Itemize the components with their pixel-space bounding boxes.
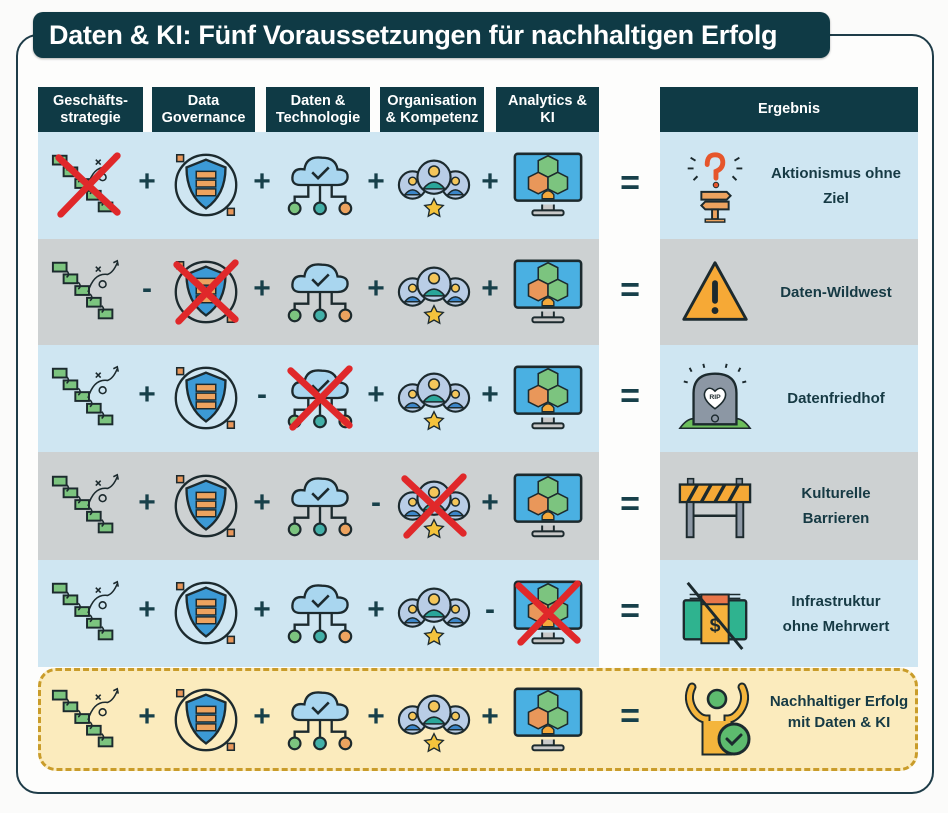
monitor-cubes-icon [506,678,590,762]
scenario-row-5: + + + - [38,560,599,667]
strategy-staircase-icon [46,250,130,334]
shield-server-icon [164,678,248,762]
gravestone-rip-icon: RIP [670,354,760,444]
operator: + [481,272,499,305]
column-header-technology: Daten & Technologie [266,87,370,132]
operator: - [142,272,152,305]
scenario-row-4: + + - + [38,452,599,560]
scenario-row-3: + - + + [38,345,599,452]
warning-triangle-icon [670,247,760,337]
monitor-cubes-icon [506,356,590,440]
team-star-icon [392,250,476,334]
shield-server-icon [164,571,248,655]
operator: + [138,700,156,733]
column-header-organisation: Organisation & Kompetenz [380,87,484,132]
team-star-icon [392,571,476,655]
success-result-label: Nachhaltiger Erfolg mit Daten & KI [769,693,909,731]
column-header-strategy: Geschäfts- strategie [38,87,143,132]
column-header-governance: Data Governance [152,87,255,132]
operator: + [253,165,271,198]
operator: + [253,486,271,519]
scenario-row-1: + + + + [38,132,599,239]
monitor-cubes-icon [506,250,590,334]
result-label: Kulturelle Barrieren [801,485,871,527]
team-star-icon-crossed [392,464,476,548]
equals-sign: = [620,377,640,415]
strategy-staircase-icon [46,464,130,548]
shield-server-icon [164,143,248,227]
operator: + [367,272,385,305]
result-label: Daten-Wildwest [780,283,892,301]
operator: + [253,700,271,733]
result-label: Aktionismus ohne Ziel [770,164,901,207]
operator: + [481,700,499,733]
monitor-cubes-icon-crossed [506,571,590,655]
team-star-icon [392,356,476,440]
cloud-network-icon [278,250,362,334]
money-crossed-icon: $ [670,569,760,659]
result-row-4: Kulturelle Barrieren [660,452,918,560]
operator: + [367,700,385,733]
operator: + [138,378,156,411]
operator: - [485,593,495,626]
operator: + [481,486,499,519]
equals-sign: = [620,697,640,735]
cloud-network-icon [278,464,362,548]
cloud-network-icon [278,143,362,227]
column-header-analytics: Analytics & KI [496,87,599,132]
barrier-icon [670,461,760,551]
operator: - [257,378,267,411]
svg-text:RIP: RIP [709,394,721,401]
result-row-2: Daten-Wildwest [660,239,918,345]
strategy-icon-crossed [46,143,130,227]
shield-server-icon [164,356,248,440]
operator: + [138,593,156,626]
monitor-cubes-icon [506,143,590,227]
strategy-staircase-icon [46,571,130,655]
operator: + [138,165,156,198]
operator: + [367,593,385,626]
signpost-question-icon [670,141,760,231]
shield-server-icon [164,464,248,548]
cloud-network-icon-crossed [278,356,362,440]
scenario-row-2: - + + + [38,239,599,345]
team-star-icon [392,678,476,762]
operator: + [253,593,271,626]
result-row-3: RIP Datenfriedhof [660,345,918,452]
column-header-result: Ergebnis [660,87,918,132]
result-label: Infrastruktur ohne Mehrwert [782,592,890,635]
result-label: Datenfriedhof [787,390,885,407]
equals-sign: = [620,592,640,630]
success-row: + + + + = Nachhaltiger Erfolg mit Daten … [38,668,918,771]
operator: + [481,165,499,198]
cloud-network-icon [278,571,362,655]
svg-text:$: $ [710,614,721,636]
result-row-5: $ Infrastruktur ohne Mehrwert [660,560,918,667]
monitor-cubes-icon [506,464,590,548]
page-title: Daten & KI: Fünf Voraussetzungen für nac… [33,12,830,58]
result-row-1: Aktionismus ohne Ziel [660,132,918,239]
operator: + [367,378,385,411]
operator: + [367,165,385,198]
equals-sign: = [620,271,640,309]
team-star-icon [392,143,476,227]
strategy-staircase-icon [46,678,130,762]
operator: + [481,378,499,411]
shield-server-icon-crossed [164,250,248,334]
strategy-staircase-icon [46,356,130,440]
operator: - [371,486,381,519]
cloud-network-icon [278,678,362,762]
operator: + [253,272,271,305]
operator: + [138,486,156,519]
equals-sign: = [620,164,640,202]
person-success-check-icon [673,674,763,764]
equals-sign: = [620,485,640,523]
